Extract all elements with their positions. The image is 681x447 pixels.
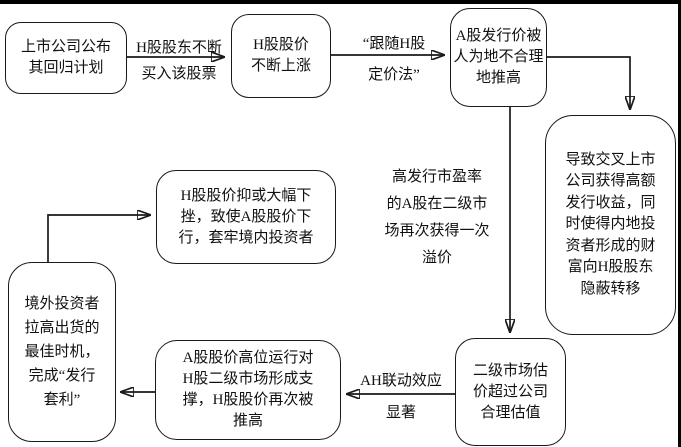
node-hshare-price-rising: H股股价 不断上涨 bbox=[231, 14, 331, 98]
edge-label-ah-linkage-line1: AH联动效应 bbox=[360, 373, 442, 389]
top-border-bar bbox=[0, 0, 681, 4]
edge-foreign-to-hfall bbox=[47, 215, 150, 262]
edge-label-follow-h-pricing-line2: 定价法” bbox=[368, 67, 420, 83]
node-ashare-issue-price-inflated: A股发行价被 人为地不合理 地推高 bbox=[450, 8, 547, 107]
node-foreign-investors-exit: 境外投资者 拉高出货的 最佳时机， 完成“发行 套利” bbox=[8, 262, 116, 442]
edge-label-h-shareholders-buying-line2: 买入该股票 bbox=[141, 66, 217, 82]
right-border-bar bbox=[678, 0, 681, 447]
node-hshare-price-fall: H股股价抑或大幅下 挫，致使A股股价下 行，套牢境内投资者 bbox=[156, 170, 336, 264]
edge-aissue-to-wealth bbox=[547, 56, 630, 109]
node-secondary-market-overvalued: 二级市场估 价超过公司 合理估值 bbox=[455, 338, 566, 446]
node-wealth-transfer: 导致交叉上市 公司获得高额 发行收益，同 时使得内地投 资者形成的财 富向H股股… bbox=[545, 115, 676, 335]
node-ashare-supports-hshare: A股股价高位运行对 H股二级市场形成支 撑，H股股价再次被 推高 bbox=[155, 340, 341, 440]
edge-label-ah-linkage-line2: 显著 bbox=[385, 405, 416, 421]
node-company-return-plan: 上市公司公布 其回归计划 bbox=[5, 22, 127, 94]
edge-label-h-shareholders-buying-line1: H股股东不断 bbox=[136, 40, 222, 56]
edge-label-follow-h-pricing-line1: “跟随H股 bbox=[362, 36, 426, 52]
edge-label-high-pe-premium: 高发行市盈率 的A股在二级市 场再次获得一次 溢价 bbox=[384, 169, 490, 266]
